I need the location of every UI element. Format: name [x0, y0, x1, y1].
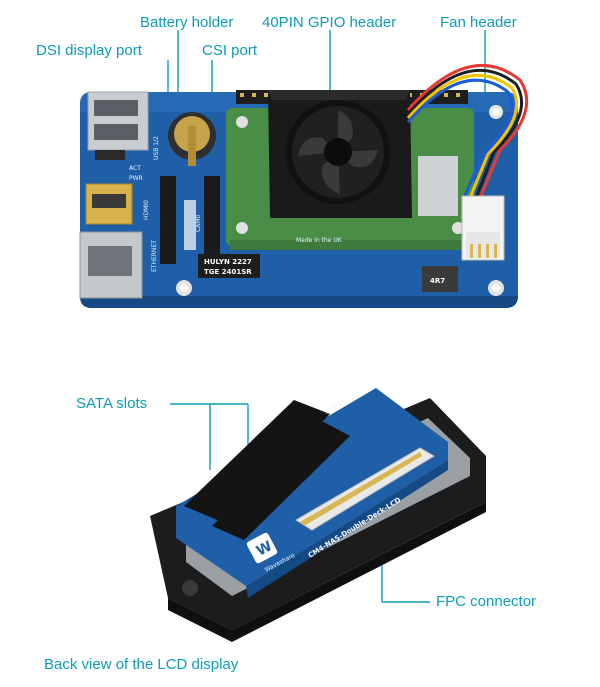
fpc-ports [160, 176, 220, 264]
silk-usb: USB 1/2 [153, 136, 160, 160]
heatsink-fan [268, 90, 412, 218]
silk-inductor: 4R7 [430, 277, 445, 285]
inductor [422, 266, 458, 292]
callout-fan-header: Fan header [440, 14, 517, 31]
silk-chip-1: HULYN 2227 [204, 258, 252, 266]
battery-holder [168, 112, 216, 166]
silk-act: ACT [129, 165, 141, 172]
callout-battery-holder: Battery holder [140, 14, 234, 31]
fan-header [461, 195, 505, 261]
silk-ethernet: ETHERNET [151, 240, 158, 272]
chip [198, 254, 260, 278]
caption-lcd-back: Back view of the LCD display [44, 656, 239, 673]
callout-csi-port: CSI port [202, 42, 258, 59]
callout-sata-slots: SATA slots [76, 395, 148, 412]
ethernet-port [79, 231, 143, 299]
silk-hdmi: HDMI0 [143, 200, 150, 220]
callout-dsi-port: DSI display port [36, 42, 142, 59]
usb-ports [87, 91, 149, 151]
svg-text:W: W [254, 538, 275, 559]
silk-chip-2: TGE 2401SR [204, 268, 252, 276]
silk-module: Made in the UK [296, 237, 343, 244]
callout-fpc-connector: FPC connector [436, 593, 537, 610]
lcd-back-illustration: W [150, 388, 486, 642]
silk-pwr: PWR [129, 175, 143, 182]
led-block [95, 150, 125, 160]
callout-gpio-header: 40PIN GPIO header [262, 14, 397, 31]
fan-cable [406, 64, 529, 199]
silk-cam: CAM0 [195, 215, 202, 232]
hdmi-port [85, 183, 133, 225]
